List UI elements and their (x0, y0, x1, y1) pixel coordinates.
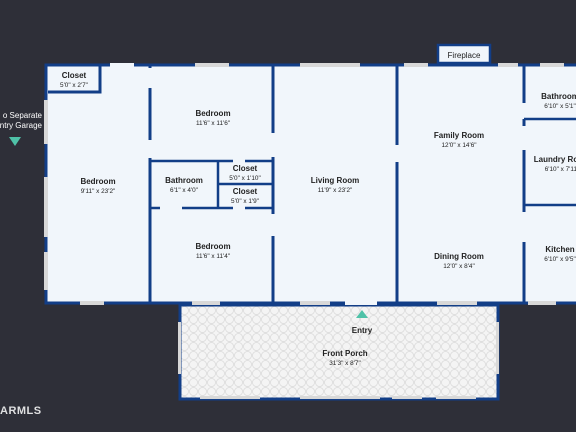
room-dimensions: 5'0" x 1'9" (231, 198, 259, 205)
room-dimensions: 31'3" x 8'7" (329, 360, 361, 367)
fireplace-label: Fireplace (448, 51, 481, 60)
room-bedroom_left: Bedroom 9'11" x 23'2" (80, 177, 115, 195)
room-name: Closet (233, 164, 258, 173)
house-interior (46, 65, 576, 303)
room-bedroom_top: Bedroom 11'6" x 11'6" (195, 109, 230, 127)
watermark-text: ARMLS (0, 405, 42, 417)
garage-note-line1: o Separate (2, 111, 42, 120)
entry-label: Entry (352, 326, 373, 335)
room-name: Bedroom (80, 177, 115, 186)
room-dining_room: Dining Room 12'0" x 8'4" (434, 252, 484, 270)
room-name: Bedroom (195, 109, 230, 118)
room-dimensions: 6'10" x 5'1" (544, 103, 576, 110)
room-dimensions: 9'11" x 23'2" (81, 188, 116, 195)
room-bedroom_bottom: Bedroom 11'6" x 11'4" (195, 242, 230, 260)
room-dimensions: 12'0" x 8'4" (443, 263, 475, 270)
garage-note-line2: ntry Garage (0, 121, 42, 130)
room-name: Bathroom (165, 176, 203, 185)
room-dimensions: 6'1" x 4'0" (170, 187, 198, 194)
room-dimensions: 12'0" x 14'6" (441, 142, 476, 149)
room-bathroom_right: Bathroom 6'10" x 5'1" (541, 92, 576, 110)
fireplace (436, 43, 492, 65)
front-porch-area (178, 303, 500, 401)
room-name: Closet (233, 187, 258, 196)
room-dimensions: 11'6" x 11'6" (196, 120, 230, 127)
room-name: Bedroom (195, 242, 230, 251)
room-closet_b: Closet 5'0" x 1'9" (231, 187, 259, 205)
room-living_room: Living Room 11'9" x 23'2" (311, 176, 359, 194)
room-dimensions: 5'0" x 2'7" (60, 82, 88, 89)
room-dimensions: 11'9" x 23'2" (318, 187, 353, 194)
room-name: Front Porch (322, 349, 367, 358)
room-name: Family Room (434, 131, 484, 140)
room-name: Bathroom (541, 92, 576, 101)
room-name: Dining Room (434, 252, 484, 261)
room-dimensions: 6'10" x 7'11" (545, 166, 576, 173)
room-name: Kitchen (545, 245, 574, 254)
room-laundry_room: Laundry Room 6'10" x 7'11" (534, 155, 576, 173)
garage-note: o Separate ntry Garage (0, 111, 42, 131)
room-dimensions: 11'6" x 11'4" (196, 253, 230, 260)
room-closet_top: Closet 5'0" x 2'7" (60, 71, 88, 89)
garage-direction-marker (9, 137, 21, 146)
room-name: Living Room (311, 176, 359, 185)
room-name: Laundry Room (534, 155, 576, 164)
room-front_porch: Front Porch 31'3" x 8'7" (322, 349, 367, 367)
room-family_room: Family Room 12'0" x 14'6" (434, 131, 484, 149)
entry-marker (356, 310, 368, 318)
room-closet_a: Closet 5'0" x 1'10" (229, 164, 261, 182)
room-kitchen: Kitchen 6'10" x 9'5" (544, 245, 576, 263)
room-bathroom_mid: Bathroom 6'1" x 4'0" (165, 176, 203, 194)
room-dimensions: 5'0" x 1'10" (229, 175, 261, 182)
door-openings (110, 63, 526, 305)
room-name: Closet (62, 71, 87, 80)
windows (44, 63, 564, 305)
room-dimensions: 6'10" x 9'5" (544, 256, 576, 263)
